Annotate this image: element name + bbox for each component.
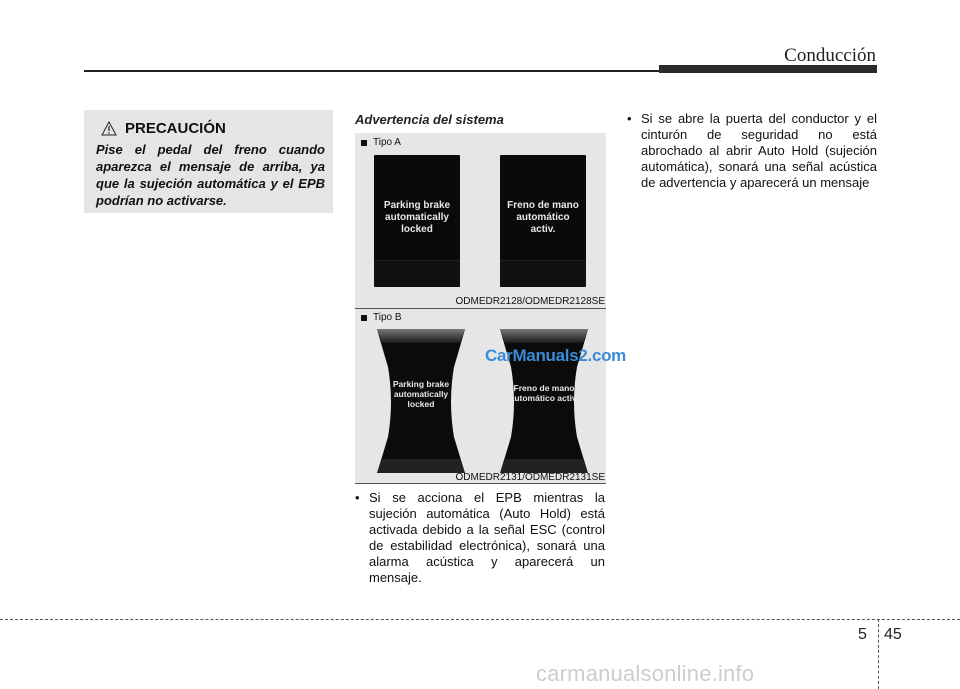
caution-text: Pise el pedal del freno cuando aparezca …: [96, 142, 325, 208]
display-line: Parking brake: [392, 379, 450, 389]
lcd-frame-shape: [377, 329, 465, 473]
display-line: Freno de mano: [507, 200, 579, 211]
caution-title: PRECAUCIÓN: [125, 120, 226, 137]
footer-site-link[interactable]: carmanualsonline.info: [536, 661, 755, 686]
caution-heading: PRECAUCIÓN: [101, 120, 325, 137]
square-bullet-icon: [361, 139, 367, 146]
cluster-display-english: Parking brake automatically locked: [374, 155, 460, 287]
page-number: 45: [884, 626, 902, 643]
display-message: Parking brake automatically locked: [374, 379, 468, 409]
header-rule: [84, 70, 659, 72]
display-line: automático activ.: [509, 393, 579, 403]
type-a-label: Tipo A: [361, 137, 401, 148]
bullet-dot-icon: •: [355, 490, 360, 505]
type-b-label: Tipo B: [361, 312, 402, 323]
cluster-lcd-english: Parking brake automatically locked: [374, 327, 468, 475]
chapter-number: 5: [858, 626, 867, 643]
type-a-label-text: Tipo A: [373, 137, 401, 148]
bullet-item: • Si se abre la puerta del conductor y e…: [627, 111, 877, 191]
cluster-display-spanish: Freno de mano automático activ.: [500, 155, 586, 287]
bullet-text: Si se acciona el EPB mientras la sujeció…: [369, 490, 605, 585]
display-line: automático: [516, 212, 570, 223]
type-b-label-text: Tipo B: [373, 312, 402, 323]
square-bullet-icon: [361, 314, 367, 321]
display-line: locked: [407, 399, 435, 409]
figure-divider: [355, 308, 606, 309]
bullet-item: • Si se acciona el EPB mientras la sujec…: [355, 490, 605, 586]
figure-code-a: ODMEDR2128/ODMEDR2128SE: [455, 296, 606, 307]
gear-indicator-band: [374, 260, 460, 287]
display-line: activ.: [530, 224, 556, 235]
bullet-dot-icon: •: [627, 111, 632, 126]
gear-indicator-band: [500, 260, 586, 287]
display-line: Freno de mano: [513, 383, 575, 393]
display-line: automatically: [385, 212, 449, 223]
bullet-text: Si se abre la puerta del conductor y el …: [641, 111, 877, 190]
display-message: Freno de mano automático activ.: [500, 200, 586, 236]
display-message: Parking brake automatically locked: [374, 200, 460, 236]
display-line: locked: [401, 224, 433, 235]
figure-divider: [355, 483, 606, 484]
header-bar: [659, 65, 877, 73]
warning-triangle-icon: [101, 121, 117, 136]
lcd-frame-shape: [500, 329, 588, 473]
footer-divider: [0, 619, 960, 620]
cluster-lcd-spanish: Freno de mano automático activ.: [497, 327, 591, 475]
display-line: automatically: [393, 389, 449, 399]
subsection-heading: Advertencia del sistema: [355, 112, 504, 127]
caution-box: PRECAUCIÓN Pise el pedal del freno cuand…: [84, 110, 333, 213]
footer-vertical-divider: [878, 619, 879, 689]
display-line: Parking brake: [383, 200, 451, 211]
watermark-text: CarManuals2.com: [485, 346, 626, 365]
display-message: Freno de mano automático activ.: [497, 383, 591, 403]
figure-code-b: ODMEDR2131/ODMEDR2131SE: [455, 472, 606, 483]
section-title: Conducción: [784, 45, 876, 66]
